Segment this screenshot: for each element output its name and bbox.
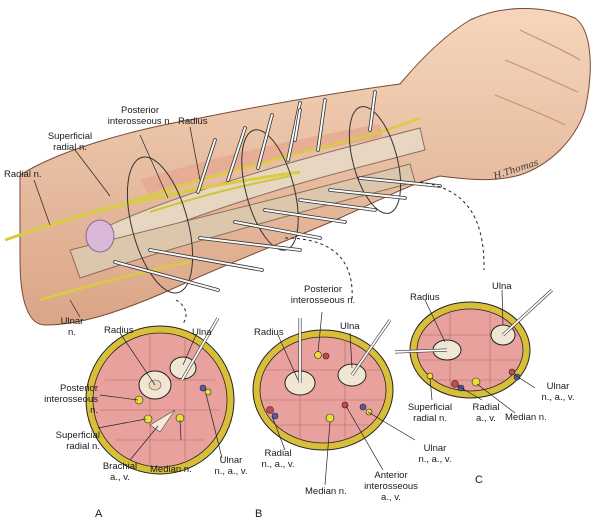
label-line: Ulnar (546, 381, 570, 392)
fixation-pin (359, 177, 441, 187)
fixation-pin (329, 189, 406, 199)
label-radial-nerve: Radial n. (4, 169, 42, 180)
label-line: radial n. (53, 142, 87, 153)
label-line: interosseous (44, 394, 98, 405)
label-line: a., v. (110, 472, 130, 483)
label-line: radial n. (66, 441, 100, 452)
label-leaders (33, 126, 536, 486)
label-b-ulna: Ulna (340, 321, 360, 332)
label-b-radius: Radius (254, 327, 284, 338)
label-line: n. (90, 405, 98, 416)
label-a-brachial: Brachial a., v. (95, 461, 145, 483)
fixation-pin (299, 199, 376, 211)
label-radius-arm: Radius (178, 116, 208, 127)
label-line: n., a., v. (214, 466, 248, 477)
fixation-pin (149, 249, 263, 271)
elbow-joint (85, 219, 115, 253)
label-posterior-interosseous-nerve: Posterior interosseous n. (98, 105, 182, 127)
label-ulnar-nerve-arm: Ulnar n. (55, 316, 89, 338)
label-line: interosseous n. (107, 116, 173, 127)
label-line: Posterior (59, 383, 98, 394)
section-ring-c (348, 106, 402, 214)
cross-section-a (85, 317, 235, 475)
label-a-median-nerve: Median n. (150, 464, 192, 475)
label-line: Ulnar (423, 443, 447, 454)
label-a-ulna: Ulna (192, 327, 212, 338)
fixation-pin (369, 91, 376, 131)
leader-b (284, 237, 353, 301)
label-b-anterior-interosseous: Anterior interosseous a., v. (358, 470, 424, 503)
label-line: a., v. (476, 413, 496, 424)
label-b-posterior-interosseous: Posterior interosseous n. (280, 284, 366, 306)
label-c-median-nerve: Median n. (505, 412, 547, 423)
label-line: radial n. (413, 413, 447, 424)
section-ring-a (126, 156, 194, 294)
fixation-pin (199, 237, 301, 251)
label-a-radius: Radius (104, 325, 134, 336)
label-line: n., a., v. (418, 454, 452, 465)
label-line: interosseous (364, 481, 418, 492)
panel-label-b: B (255, 508, 263, 520)
fixation-pin (234, 221, 321, 239)
label-line: Ulnar (219, 455, 243, 466)
label-line: Superficial (47, 131, 93, 142)
label-a-posterior-interosseous: Posterior interosseous n. (10, 383, 98, 416)
hand-fingers (494, 29, 581, 126)
fixation-pin (227, 127, 246, 181)
label-line: n., a., v. (261, 459, 295, 470)
label-b-median-nerve: Median n. (305, 486, 347, 497)
label-c-ulnar: Ulnar n., a., v. (532, 381, 584, 403)
leader-c (419, 181, 485, 271)
label-line: Radial (264, 448, 292, 459)
posterior-interosseous-nerve (149, 175, 291, 213)
label-line: n. (68, 327, 76, 338)
label-line: Brachial (102, 461, 138, 472)
label-line: Ulnar (60, 316, 84, 327)
label-line: Radial (472, 402, 500, 413)
fixation-pin (197, 139, 216, 193)
label-b-radial: Radial n., a., v. (255, 448, 301, 470)
label-line: interosseous n. (290, 295, 356, 306)
fixation-pins (113, 90, 442, 292)
fixation-pin (294, 109, 301, 141)
label-line: Posterior (120, 105, 159, 116)
label-line: n., a., v. (541, 392, 575, 403)
label-line: Posterior (303, 284, 342, 295)
forearm (4, 7, 591, 326)
label-c-ulna: Ulna (492, 281, 512, 292)
ulnar-nerve (39, 260, 191, 302)
label-b-ulnar: Ulnar n., a., v. (410, 443, 460, 465)
label-line: Superficial (55, 430, 100, 441)
fixation-pin (257, 114, 273, 169)
fixation-pin (264, 209, 346, 223)
fixation-pin (114, 261, 219, 291)
cross-section-b (252, 318, 394, 451)
superficial-radial-nerve (119, 116, 421, 207)
label-line: Superficial (407, 402, 453, 413)
label-line: a., v. (381, 492, 401, 503)
label-c-radius: Radius (410, 292, 440, 303)
label-superficial-radial-nerve: Superficial radial n. (30, 131, 110, 153)
panel-label-c: C (475, 474, 483, 486)
label-c-superficial-radial: Superficial radial n. (395, 402, 465, 424)
label-line: Anterior (374, 470, 408, 481)
label-a-ulnar: Ulnar n., a., v. (208, 455, 254, 477)
cross-section-c (394, 288, 554, 399)
leader-a (175, 299, 187, 326)
label-a-superficial-radial: Superficial radial n. (10, 430, 100, 452)
label-c-radial: Radial a., v. (466, 402, 506, 424)
fixation-pin (317, 99, 326, 151)
panel-label-a: A (95, 508, 103, 520)
